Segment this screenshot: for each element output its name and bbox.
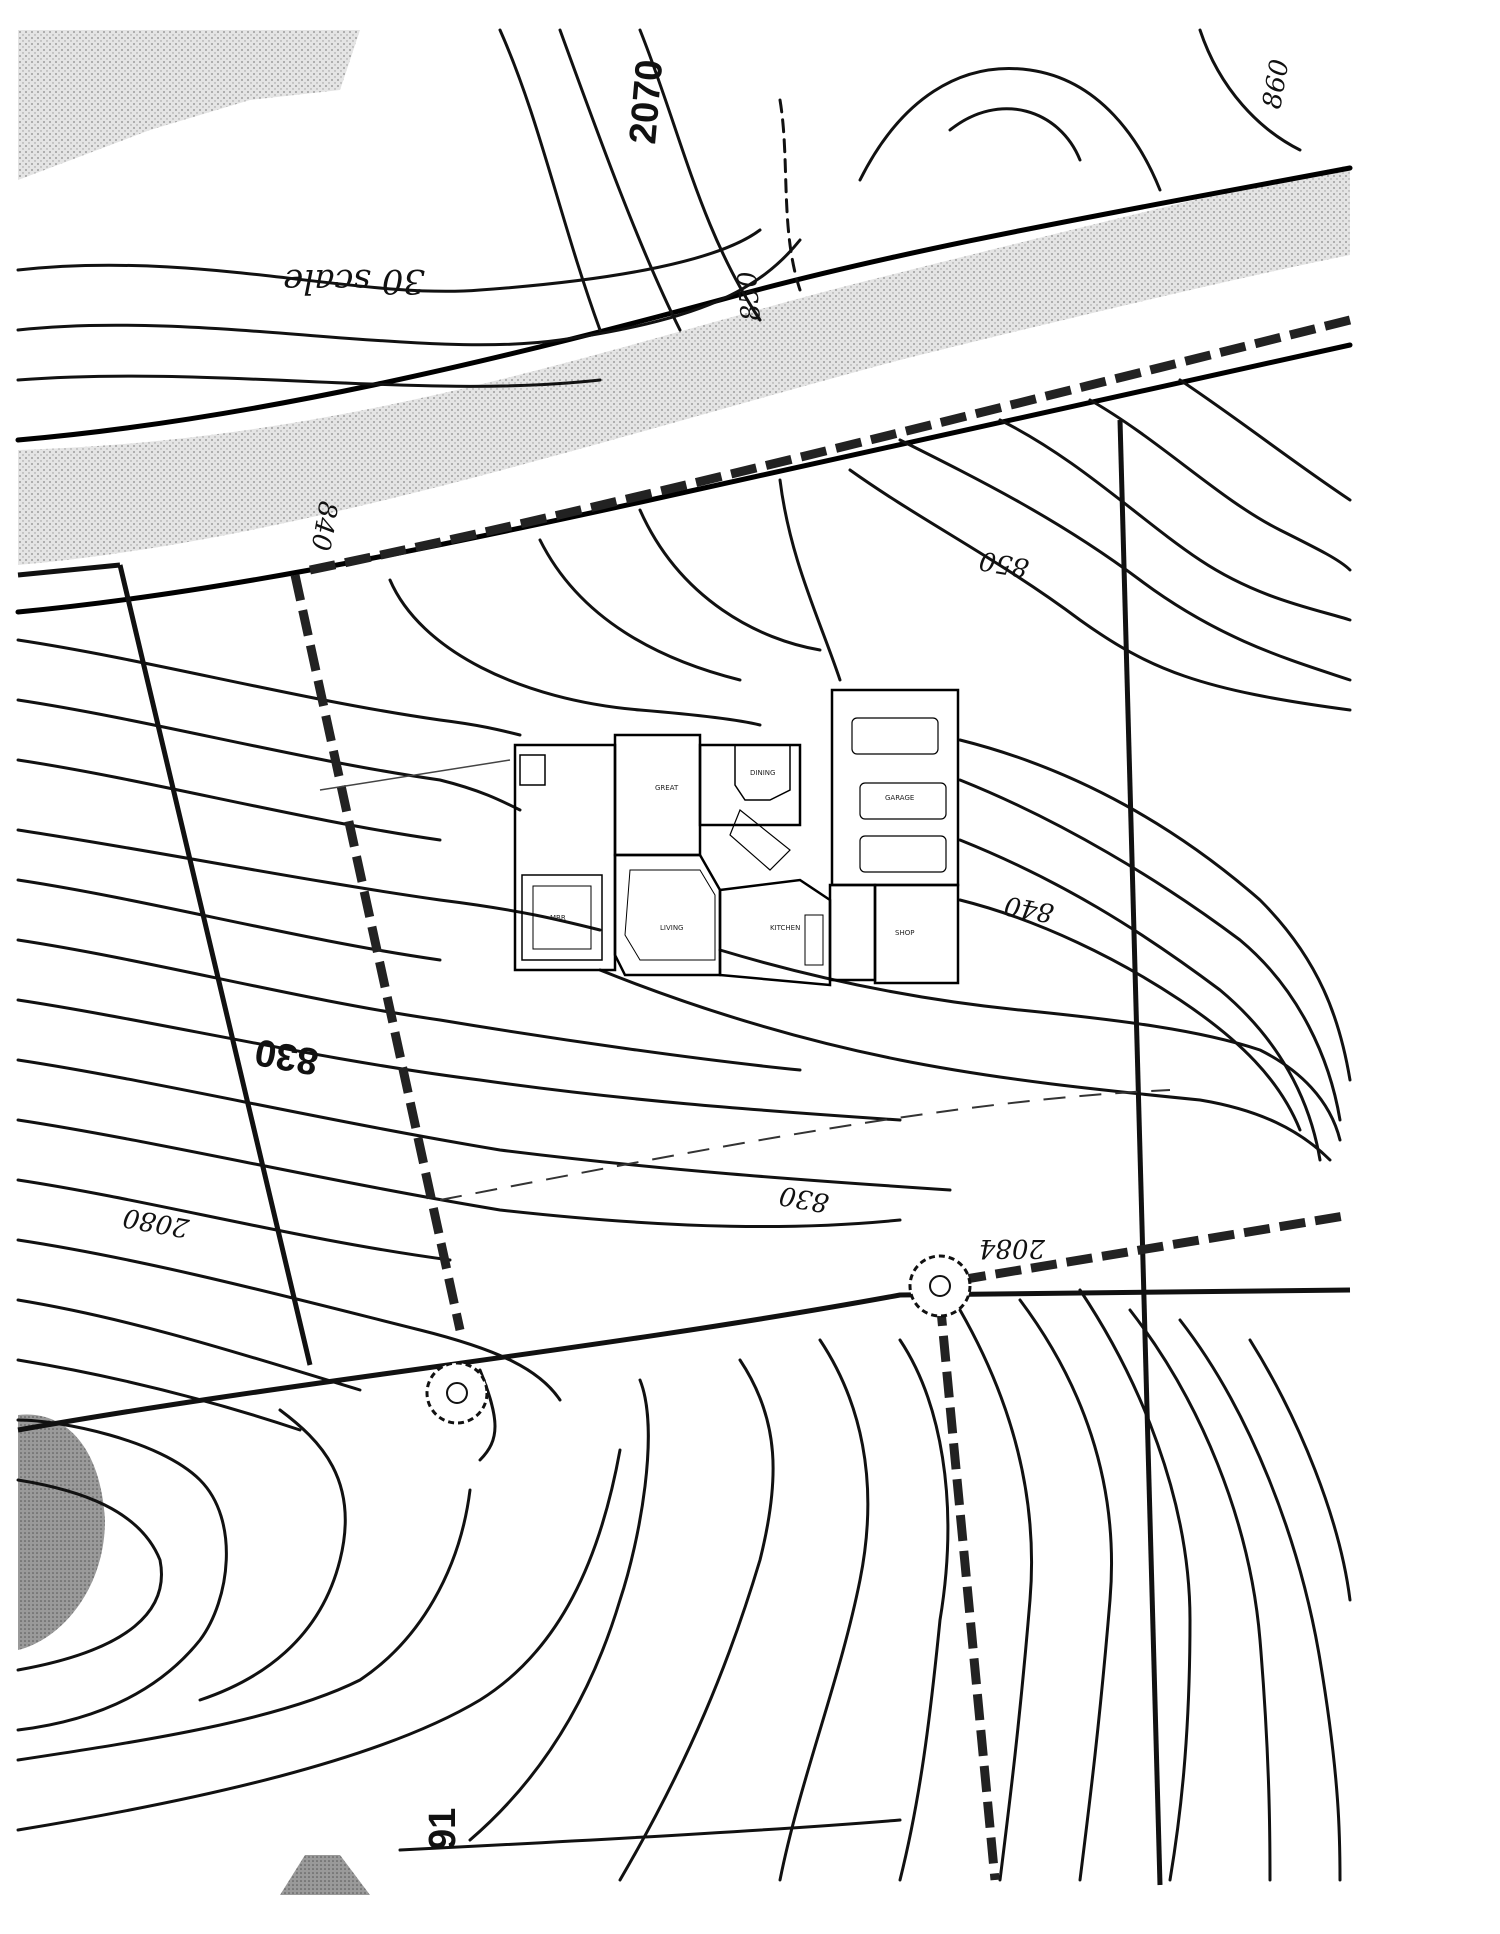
contour-label: 2080 xyxy=(121,1202,192,1243)
contour-line xyxy=(558,28,682,332)
road-edge-dashed xyxy=(309,315,1352,575)
tree-symbol xyxy=(425,1361,489,1425)
road-edge-south xyxy=(15,342,1353,615)
contour-line xyxy=(16,1238,562,1402)
contour-line xyxy=(468,1378,650,1842)
contour-label: 91 xyxy=(422,1808,464,1850)
contour-line xyxy=(16,698,522,812)
contour-line xyxy=(16,374,602,388)
contour-line xyxy=(858,67,1162,192)
contour-label: 2084 xyxy=(979,1233,1046,1263)
contour-label: 830 xyxy=(252,1030,322,1082)
property-line-south xyxy=(17,1287,1351,1433)
contour-line xyxy=(1078,1288,1192,1882)
contour-line xyxy=(398,1818,902,1852)
contour-line xyxy=(948,107,1082,162)
house-floor-plan: GREAT LIVING MBR GARAGE DINING SHOP KITC… xyxy=(513,688,960,987)
contour-line xyxy=(638,508,822,652)
contour-line xyxy=(1018,1298,1114,1882)
svg-text:GARAGE: GARAGE xyxy=(885,794,914,802)
contour-line xyxy=(16,1488,472,1762)
contour-line xyxy=(16,638,522,737)
contour-line xyxy=(16,1058,952,1192)
setback-line-north xyxy=(319,759,511,791)
contour-line xyxy=(638,28,762,322)
contour-line xyxy=(1088,398,1352,572)
lot-line-top-left xyxy=(17,562,121,578)
easement-line-east xyxy=(959,1210,1351,1285)
contour-line xyxy=(958,1308,1034,1882)
svg-text:GREAT: GREAT xyxy=(655,784,679,792)
contour-label: 850 xyxy=(977,544,1031,582)
contour-line xyxy=(958,898,1302,1132)
contour-line xyxy=(958,838,1322,1162)
property-line-west xyxy=(117,564,313,1366)
contour-line xyxy=(498,28,602,332)
contour-line xyxy=(998,418,1352,622)
svg-text:LIVING: LIVING xyxy=(660,924,683,932)
contour-line xyxy=(16,1418,228,1732)
property-line-east xyxy=(1117,419,1163,1886)
scale-note: 30 scale xyxy=(283,261,425,301)
contour-line xyxy=(848,468,1352,712)
contour-line xyxy=(1128,1308,1272,1882)
contour-line xyxy=(898,1338,950,1882)
contour-line xyxy=(388,578,762,727)
contour-line xyxy=(16,1448,622,1832)
contour-label: 840 xyxy=(1002,889,1056,927)
contour-line xyxy=(16,228,762,293)
contour-line xyxy=(198,1408,347,1702)
contour-line xyxy=(16,1358,302,1432)
contour-line xyxy=(778,98,802,292)
contour-line xyxy=(958,778,1342,1122)
hatched-area-bottom-left xyxy=(18,1414,105,1650)
contour-line xyxy=(16,938,802,1072)
contour-line xyxy=(598,968,1332,1162)
setback-line xyxy=(439,1089,1171,1201)
contour-line xyxy=(538,538,742,682)
road xyxy=(18,165,1350,565)
contour-line xyxy=(618,1358,775,1882)
contour-line xyxy=(778,1338,870,1882)
contour-line xyxy=(898,438,1352,682)
contour-label: 860 xyxy=(1257,57,1295,111)
contour-line xyxy=(16,828,602,932)
contour-line xyxy=(1178,378,1352,502)
contour-line xyxy=(778,478,842,682)
easement-line-south xyxy=(935,1299,1000,1881)
contour-line xyxy=(1178,1318,1342,1882)
contour-line xyxy=(1198,28,1302,152)
easement-line-west xyxy=(290,574,465,1331)
hatched-area-bottom xyxy=(280,1855,370,1895)
contour-line xyxy=(958,738,1352,1082)
svg-text:MBR: MBR xyxy=(550,914,566,922)
hatched-area-top-left xyxy=(18,30,360,180)
contour-line xyxy=(16,998,902,1122)
contour-line xyxy=(16,1478,163,1672)
contour-line xyxy=(718,948,1342,1142)
svg-text:SHOP: SHOP xyxy=(895,929,914,937)
contour-line xyxy=(16,1118,902,1229)
tree-symbol xyxy=(908,1254,972,1318)
contour-line xyxy=(16,1178,452,1262)
svg-text:KITCHEN: KITCHEN xyxy=(770,924,800,932)
svg-text:DINING: DINING xyxy=(750,769,775,777)
contour-label: 830 xyxy=(777,1179,831,1217)
contour-label: 2070 xyxy=(622,58,671,146)
contour-label: 850 xyxy=(733,270,767,322)
contour-line xyxy=(16,878,442,962)
contour-line xyxy=(16,758,442,842)
contour-line xyxy=(16,1298,362,1392)
contour-line xyxy=(1248,1338,1352,1602)
